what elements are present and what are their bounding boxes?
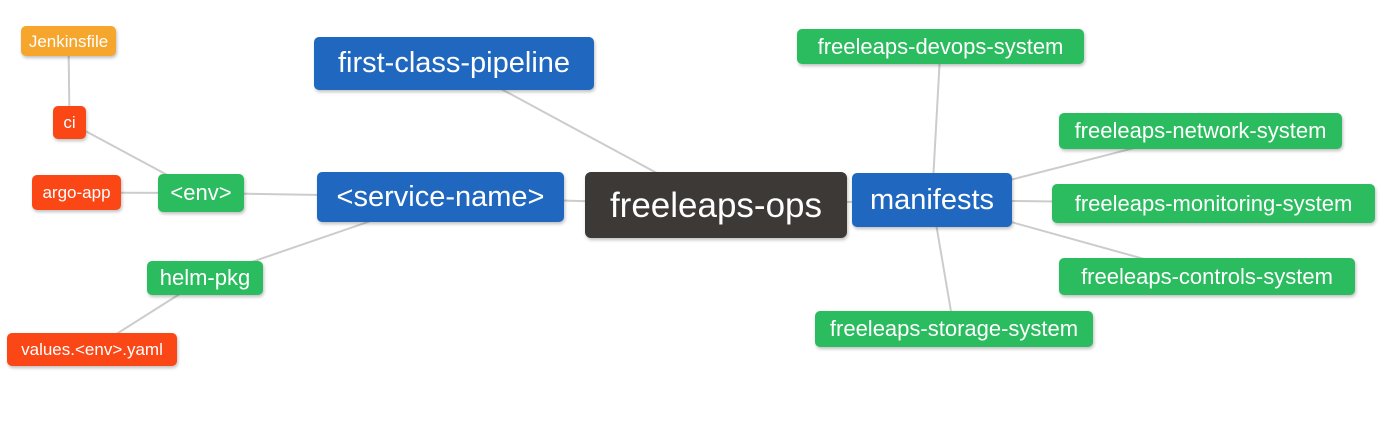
node-env[interactable]: <env> [158, 174, 244, 212]
node-freeleaps-storage-system[interactable]: freeleaps-storage-system [815, 311, 1093, 347]
node-label: freeleaps-devops-system [817, 33, 1064, 59]
node-label: freeleaps-monitoring-system [1074, 190, 1353, 216]
node-label: <service-name> [336, 180, 545, 213]
node-freeleaps-network-system[interactable]: freeleaps-network-system [1059, 113, 1342, 149]
node-label: ci [63, 113, 76, 132]
node-freeleaps-ops[interactable]: freeleaps-ops [585, 172, 847, 238]
node-label: argo-app [42, 183, 111, 202]
node-manifests[interactable]: manifests [852, 173, 1012, 227]
node-freeleaps-monitoring-system[interactable]: freeleaps-monitoring-system [1052, 184, 1375, 223]
node-label: freeleaps-storage-system [829, 316, 1079, 341]
node-values-env-yaml[interactable]: values.<env>.yaml [7, 333, 177, 366]
node-label: helm-pkg [159, 265, 251, 290]
node-label: manifests [869, 183, 995, 216]
node-jenkinsfile[interactable]: Jenkinsfile [21, 26, 116, 56]
node-service-name[interactable]: <service-name> [317, 172, 564, 222]
node-label: freeleaps-network-system [1074, 118, 1327, 143]
node-label: values.<env>.yaml [21, 340, 163, 359]
node-label: freeleaps-ops [609, 185, 823, 225]
node-freeleaps-devops-system[interactable]: freeleaps-devops-system [797, 29, 1084, 64]
node-label: first-class-pipeline [337, 47, 571, 79]
node-first-class-pipeline[interactable]: first-class-pipeline [314, 37, 594, 90]
node-label: Jenkinsfile [28, 31, 109, 51]
node-freeleaps-controls-system[interactable]: freeleaps-controls-system [1059, 258, 1355, 295]
node-label: <env> [170, 180, 232, 205]
node-helm-pkg[interactable]: helm-pkg [147, 261, 263, 295]
node-ci[interactable]: ci [53, 106, 86, 139]
node-argo-app[interactable]: argo-app [32, 175, 121, 210]
node-label: freeleaps-controls-system [1081, 263, 1333, 289]
